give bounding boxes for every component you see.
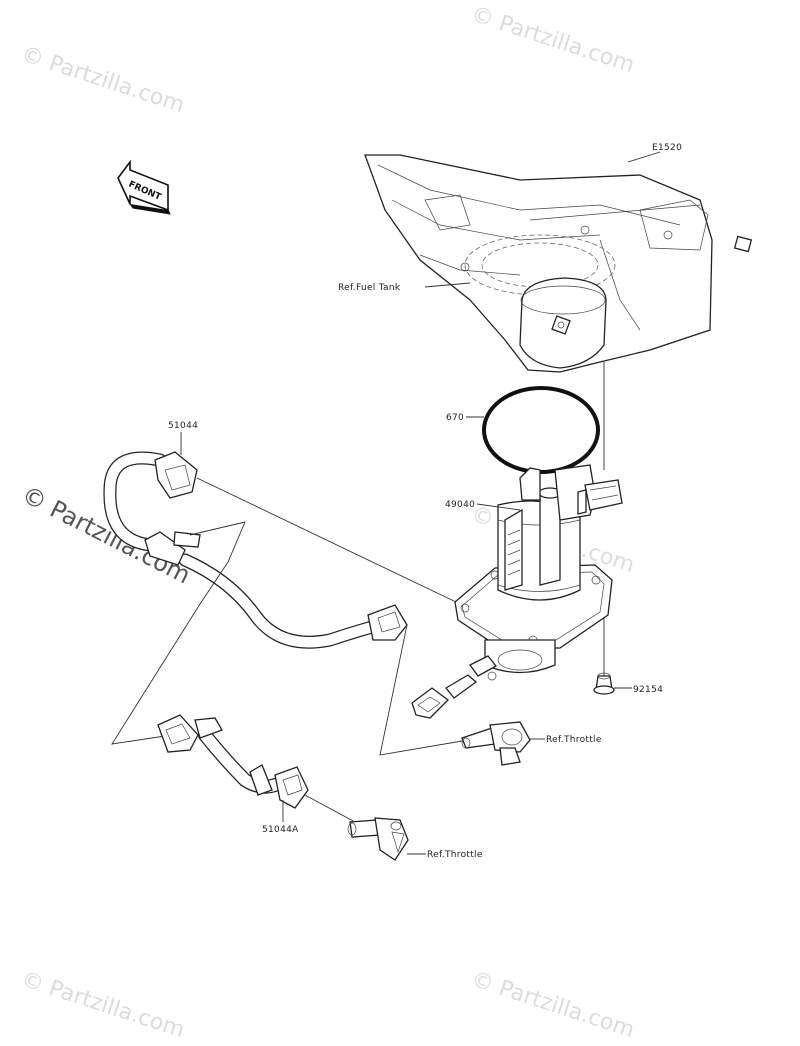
fuel-tank: [364, 154, 753, 373]
fuel-pump: [454, 464, 623, 674]
label-bolt: 92154: [633, 685, 663, 695]
label-throttle-1: Ref.Throttle: [546, 735, 602, 745]
label-fuel-pump: 49040: [445, 500, 475, 510]
throttle-fitting-2: [347, 817, 409, 861]
bolt: [593, 672, 615, 695]
diagram-code-leader: [627, 151, 661, 163]
diagram-code: E1520: [652, 143, 682, 153]
o-ring: [482, 386, 600, 474]
leader-fuel-tank: [424, 282, 471, 288]
pump-connector: [411, 655, 497, 719]
watermark-bottom-right: © Partzilla.com: [468, 967, 637, 1043]
connect-line-hose-pump: [196, 477, 457, 603]
connect-line-lower-left: [111, 603, 201, 745]
fuel-hose-lower: [157, 714, 309, 809]
connect-line-throttle-1: [379, 624, 469, 756]
label-hose-lower: 51044A: [262, 825, 299, 835]
watermark-bottom-left: © Partzilla.com: [18, 967, 187, 1043]
label-throttle-2: Ref.Throttle: [427, 850, 483, 860]
throttle-fitting-1: [461, 721, 531, 766]
leader-fuel-pump: [476, 503, 521, 511]
fuel-hose-upper: [103, 451, 408, 649]
label-o-ring: 670: [446, 413, 464, 423]
connect-line-throttle-2: [304, 794, 356, 823]
label-fuel-tank: Ref.Fuel Tank: [338, 283, 401, 293]
watermark-top-left: © Partzilla.com: [18, 42, 187, 118]
label-hose-upper: 51044: [168, 421, 198, 431]
connect-line-fitting: [189, 521, 246, 536]
connect-line-upper: [199, 521, 246, 605]
front-arrow-icon: FRONT: [117, 159, 171, 215]
watermark-top-right: © Partzilla.com: [468, 2, 637, 78]
